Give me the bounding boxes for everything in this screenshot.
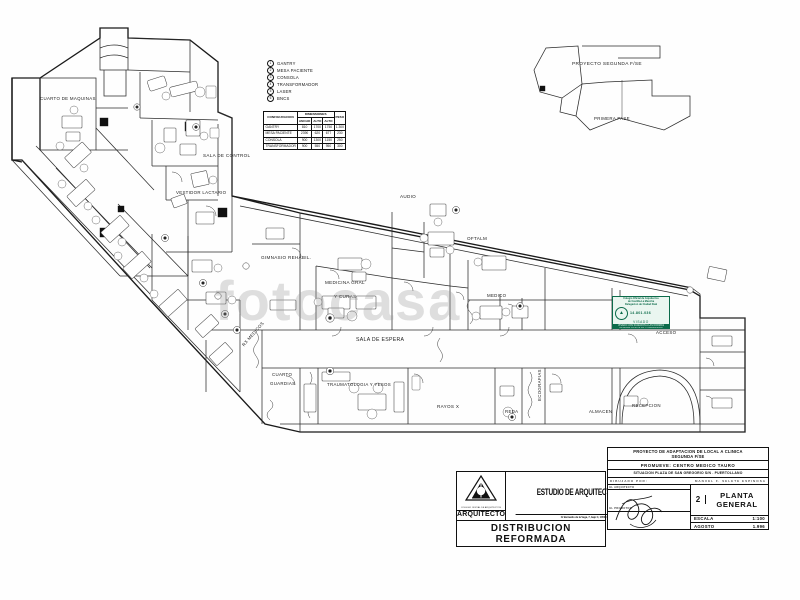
legend-item-label: TRANSFORMADOR <box>277 82 319 87</box>
legend-number-icon: 6 <box>267 95 274 102</box>
room-label: ALMACEN <box>589 409 613 414</box>
promoter-row: PROMUEVE: CENTRO MEDICO TAURO <box>608 461 768 469</box>
spec-cell: TRANSFORMADOR <box>263 142 298 151</box>
access-label: ACCESO <box>656 330 677 335</box>
room-label: GIMNASIO REHABIL. <box>261 255 312 260</box>
architect-label: ARQUITECTO <box>457 510 506 519</box>
room-label: ECOGRAFIAS <box>537 369 542 401</box>
room-label: VESTIDOR LACTARIO <box>176 190 227 195</box>
drawn-by-row: DIBUJADO POR: MANUEL F. SELETE ESPINOSA <box>608 478 768 484</box>
date-value: 1.996 <box>752 523 765 529</box>
spec-cell: 900 <box>296 142 313 151</box>
drawn-by-label: DIBUJADO POR: <box>610 478 648 483</box>
legend-item-label: CONSOLA <box>277 75 299 80</box>
room-label: TRAUMATOLOGIA Y YESOS <box>327 382 391 387</box>
architect-signature-label: EL ARQUITECTO <box>608 485 690 490</box>
equipment-spec-table: CONFIGURACION DIMENSIONES PESO ANCHO ALTO… <box>263 110 347 151</box>
drawing-subtitle: DISTRIBUCION REFORMADA <box>490 522 572 545</box>
legend-item-label: GANTRY <box>277 61 296 66</box>
date-label: AGOSTO <box>694 523 715 529</box>
spec-col-dimensions: DIMENSIONES <box>296 110 335 119</box>
spec-col-config: CONFIGURACION <box>263 111 298 125</box>
scale-value: 1:100 <box>752 516 765 522</box>
title-block: PROYECTO DE ADAPTACION DE LOCAL A CLINIC… <box>607 447 769 531</box>
legend-number-icon: 3 <box>267 74 274 81</box>
scale-label: ESCALA <box>694 516 714 522</box>
handwritten-signature-icon <box>615 495 663 528</box>
situation-row: SITUACION PLAZA DE SAN GREGORIO S/N . PU… <box>608 470 768 477</box>
legend-number-icon: 1 <box>267 60 274 67</box>
project-title-line2: SEGUNDA F/SE <box>671 454 705 460</box>
architect-logo: COLEGIO OFICIAL DE ARQUITECTOS ARQUITECT… <box>457 472 506 520</box>
situation-value: PLAZA DE SAN GREGORIO S/N . PUERTOLLANO <box>655 471 743 476</box>
sheet-number: 2 <box>691 495 706 505</box>
room-label: SALA DE CONTROL <box>203 153 251 158</box>
room-label: RECEPCION <box>632 403 661 408</box>
spec-cell: 300 <box>333 142 347 151</box>
visa-number: 14.801.036 <box>630 311 651 316</box>
room-label: AUDIO <box>400 194 417 199</box>
phase2-note: PROYECTO SEGUNDA F/SE <box>572 62 642 67</box>
signature-area: EL ARQUITECTO EL PROMOTOR <box>608 485 691 530</box>
spec-cell: 550 <box>311 142 324 151</box>
room-label: REDA <box>505 409 519 414</box>
situation-label: SITUACION <box>633 471 654 476</box>
spec-cell: 950 <box>322 142 335 151</box>
drawn-by-value: MANUEL F. SELETE ESPINOSA <box>694 478 766 483</box>
room-label: OFTALM <box>467 236 488 241</box>
visa-reference: VISADO <box>633 319 649 324</box>
architect-stamp-block: COLEGIO OFICIAL DE ARQUITECTOS ARQUITECT… <box>456 471 689 547</box>
room-label: RAYOS X <box>437 404 460 409</box>
room-label: MEDICINA GRAL <box>325 280 365 285</box>
legend-number-icon: 4 <box>267 81 274 88</box>
phase1-note: PRIMERA FASE <box>594 116 630 121</box>
studio-name: ESTUDIO DE ARQUITECTURA Y URBANISMO <box>536 487 668 499</box>
room-label: CUARTO DE MAQUINAS <box>40 96 96 101</box>
scale-date-area: ESCALA 1:100 AGOSTO 1.996 <box>691 514 768 529</box>
legend-item-label: LASER <box>277 89 292 94</box>
spec-col-weight: PESO <box>333 111 347 125</box>
architect-logo-icon <box>464 474 498 507</box>
legend-item-label: MESA PACIENTE <box>277 68 314 73</box>
sheet-title: PLANTA GENERAL <box>716 490 758 509</box>
room-label: MEDICO <box>487 293 507 298</box>
promoter-value: CENTRO MEDICO TAURO <box>673 462 736 468</box>
project-title: PROYECTO DE ADAPTACION DE LOCAL A CLINIC… <box>608 448 768 460</box>
promoter-label: PROMUEVE: <box>640 462 672 468</box>
studio-address: C/ Bernardo de la Vega, 7, bajo C, 13500… <box>515 513 689 520</box>
room-label: CUARTO <box>272 372 293 377</box>
legend-number-icon: 2 <box>267 67 274 74</box>
legend-item-label: BNCS <box>277 96 290 101</box>
room-label: Y CURAS <box>334 294 357 299</box>
college-text: COLEGIO OFICIAL DE ARQUITECTOS <box>461 507 501 509</box>
legend-number-icon: 5 <box>267 88 274 95</box>
spec-subheader: ALTO <box>322 117 335 125</box>
project-title-line1: PROYECTO DE ADAPTACION DE LOCAL A CLINIC… <box>633 449 743 454</box>
spec-subheader: ANCHO <box>296 117 313 125</box>
room-label: SALA DE ESPERA <box>356 337 405 343</box>
visa-seal-icon: ▲ <box>615 306 628 320</box>
room-label: GUARDIAS <box>270 381 296 386</box>
